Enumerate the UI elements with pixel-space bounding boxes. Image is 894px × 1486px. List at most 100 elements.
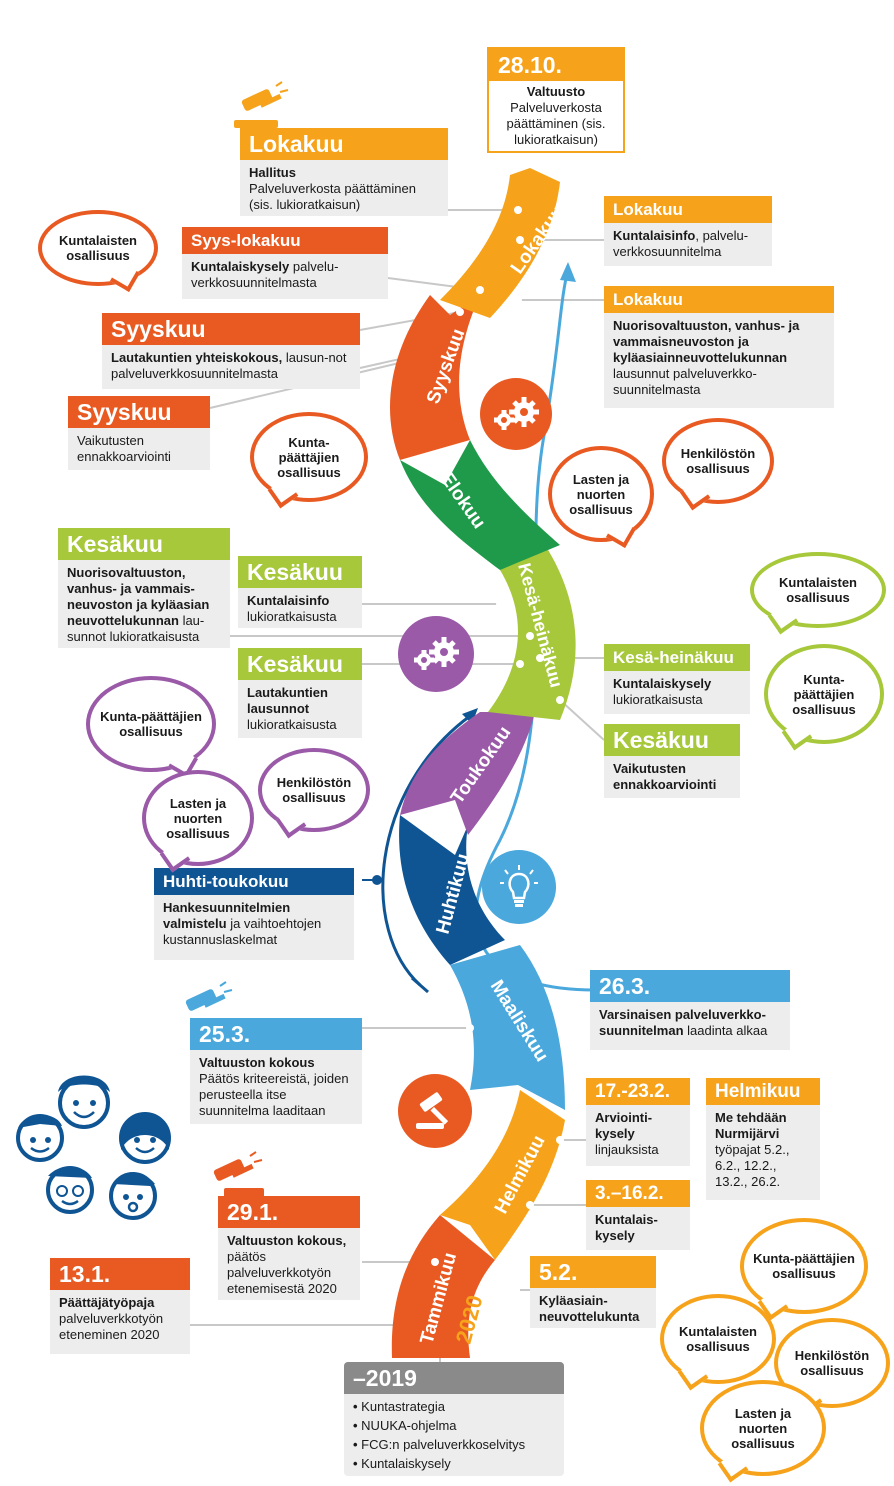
card-bold: Kuntalaisinfo [613,228,696,243]
card-text: työpajat 5.2., 6.2., 12.2., 13.2., 26.2. [715,1142,790,1189]
card-title: Lokakuu [240,128,448,160]
card-text: linjauksista [595,1142,659,1157]
road-segment-toukokuu [400,712,535,835]
card-text: , palvelu-verkkosuunnitelma [613,228,749,259]
card-title: Kesäkuu [238,556,362,588]
card-2019: –2019 Kuntastrategia NUUKA-ohjelma FCG:n… [344,1362,564,1476]
bubble-henkiloston-osallisuus: Henkilöstön osallisuus [662,418,774,504]
card-text: lukioratkaisusta [613,692,703,707]
card-text: lausunnut palveluverkko-suunnitelmasta [613,366,757,397]
card-bold: Me tehdään Nurmijärvi [715,1110,787,1141]
bubble-lasten-nuorten-osallisuus: Lasten ja nuorten osallisuus [700,1380,826,1476]
card-bold: Kyläasiain-neuvottelukunta [539,1293,640,1324]
card-title: 26.3. [590,970,790,1002]
bubble-kuntapaattajien-osallisuus: Kunta-päättäjien osallisuus [250,412,368,502]
card-title: Kesä-heinäkuu [604,644,750,671]
card-title: Kesäkuu [238,648,362,680]
card-25-3: 25.3. Valtuuston kokous Päätös kriteerei… [190,1018,362,1124]
prior-work-list: Kuntastrategia NUUKA-ohjelma FCG:n palve… [353,1397,555,1473]
card-text: Palveluverkosta päättäminen (sis. lukior… [506,100,606,147]
card-title: Kesäkuu [58,528,230,560]
road-segment-huhtikuu [399,815,505,965]
card-5-2: 5.2. Kyläasiain-neuvottelukunta [530,1256,656,1328]
card-title: Syyskuu [102,313,360,345]
card-title: 13.1. [50,1258,190,1290]
road-segment-syyskuu [390,295,480,460]
card-lokakuu-info: Lokakuu Kuntalaisinfo, palvelu-verkkosuu… [604,196,772,266]
card-text: Päätös kriteereistä, joiden perusteella … [199,1071,349,1118]
card-bold: Lautakuntien yhteiskokous, [111,350,283,365]
card-helmikuu: Helmikuu Me tehdään Nurmijärvi työpajat … [706,1078,820,1200]
card-kesaheinakuu-kysely: Kesä-heinäkuu Kuntalaiskysely lukioratka… [604,644,750,714]
road-segment-lokakuu [440,168,560,318]
card-kesakuu-vaikutus: Kesäkuu Vaikutusten ennakkoarviointi [604,724,740,798]
card-kesakuu-info: Kesäkuu Kuntalaisinfo lukioratkaisusta [238,556,362,628]
road-segment-helmikuu [440,1090,565,1260]
bubble-henkiloston-osallisuus: Henkilöstön osallisuus [258,748,370,832]
card-bold: Hankesuunnitelmien valmistelu [163,900,291,931]
gavel-icon [213,1151,264,1198]
card-title: 29.1. [218,1196,360,1228]
card-bold: Vaikutusten ennakkoarviointi [613,761,717,792]
card-text: Palveluverkosta päättäminen (sis. lukior… [249,181,416,212]
bubble-kuntapaattajien-osallisuus: Kunta-päättäjien osallisuus [86,676,216,772]
card-29-1: 29.1. Valtuuston kokous, päätös palveluv… [218,1196,360,1300]
card-title: 5.2. [530,1256,656,1288]
card-bold: Kuntalais-kysely [595,1212,658,1243]
card-26-3: 26.3. Varsinaisen palveluverkko-suunnite… [590,970,790,1050]
card-bold: Valtuusto [526,84,586,99]
gavel-icon [234,81,289,128]
card-title: 3.–16.2. [586,1180,690,1207]
card-bold: Varsinaisen palveluverkko-suunnitelman [599,1007,766,1038]
card-text: lausun-not palveluverkkosuunnitelmasta [111,350,347,381]
card-title: Lokakuu [604,196,772,223]
card-text: Vaikutusten ennakkoarviointi [77,433,171,464]
card-title: 28.10. [489,49,623,81]
card-syys-lokakuu: Syys-lokakuu Kuntalaiskysely palvelu-ver… [182,227,388,299]
gavel-icon [398,1074,472,1148]
bubble-lasten-nuorten-osallisuus: Lasten ja nuorten osallisuus [548,446,654,542]
road-segment-elokuu [400,440,560,570]
card-text: lukioratkaisusta [247,717,337,732]
card-bold: Kuntalaisinfo [247,593,330,608]
card-title: 25.3. [190,1018,362,1050]
card-bold: Hallitus [249,165,296,180]
card-title: Syys-lokakuu [182,227,388,254]
road-segment-maaliskuu [450,945,565,1110]
bubble-kuntalaisten-osallisuus: Kuntalaisten osallisuus [38,210,158,286]
card-13-1: 13.1. Päättäjätyöpaja palveluverkkotyön … [50,1258,190,1354]
card-bold: Valtuuston kokous, [227,1233,347,1248]
road-segment-tammikuu [391,1215,495,1358]
card-bold: Arviointi-kysely [595,1110,653,1141]
card-bold: Valtuuston kokous [199,1055,315,1070]
card-text: palveluverkkotyön eteneminen 2020 [59,1311,164,1342]
bubble-kuntapaattajien-osallisuus: Kunta-päättäjien osallisuus [764,644,884,744]
bubble-lasten-nuorten-osallisuus: Lasten ja nuorten osallisuus [142,770,254,866]
bubble-kuntalaisten-osallisuus: Kuntalaisten osallisuus [750,552,886,628]
card-text: lau-sunnot lukioratkaisusta [67,613,205,644]
card-lokakuu-nuoriso: Lokakuu Nuorisovaltuuston, vanhus- ja va… [604,286,834,408]
card-bold: Päättäjätyöpaja [59,1295,155,1310]
card-lokakuu-hallitus: Lokakuu Hallitus Palveluverkosta päättäm… [240,128,448,216]
card-title: –2019 [344,1362,564,1394]
gears-icon [398,616,474,692]
card-syyskuu-vaikutus: Syyskuu Vaikutusten ennakkoarviointi [68,396,210,470]
card-title: Helmikuu [706,1078,820,1105]
card-bold: Lautakuntien lausunnot [247,685,328,716]
card-syyskuu-lautakunnat: Syyskuu Lautakuntien yhteiskokous, lausu… [102,313,360,389]
card-kesakuu-nuoriso: Kesäkuu Nuorisovaltuuston, vanhus- ja va… [58,528,230,648]
card-17-23-2: 17.-23.2. Arviointi-kysely linjauksista [586,1078,690,1166]
card-title: Syyskuu [68,396,210,428]
list-item: FCG:n palveluverkkoselvitys [353,1435,555,1454]
card-bold: Kuntalaiskysely [613,676,712,691]
card-3-16-2: 3.–16.2. Kuntalais-kysely [586,1180,690,1250]
card-kesakuu-lautakunnat: Kesäkuu Lautakuntien lausunnot lukioratk… [238,648,362,738]
list-item: Kuntalaiskysely [353,1454,555,1473]
bubble-kuntapaattajien-osallisuus: Kunta-päättäjien osallisuus [740,1218,868,1314]
card-title: Kesäkuu [604,724,740,756]
list-item: Kuntastrategia [353,1397,555,1416]
card-bold: Nuorisovaltuuston, vanhus- ja vammaisneu… [613,318,800,365]
card-title: 17.-23.2. [586,1078,690,1105]
